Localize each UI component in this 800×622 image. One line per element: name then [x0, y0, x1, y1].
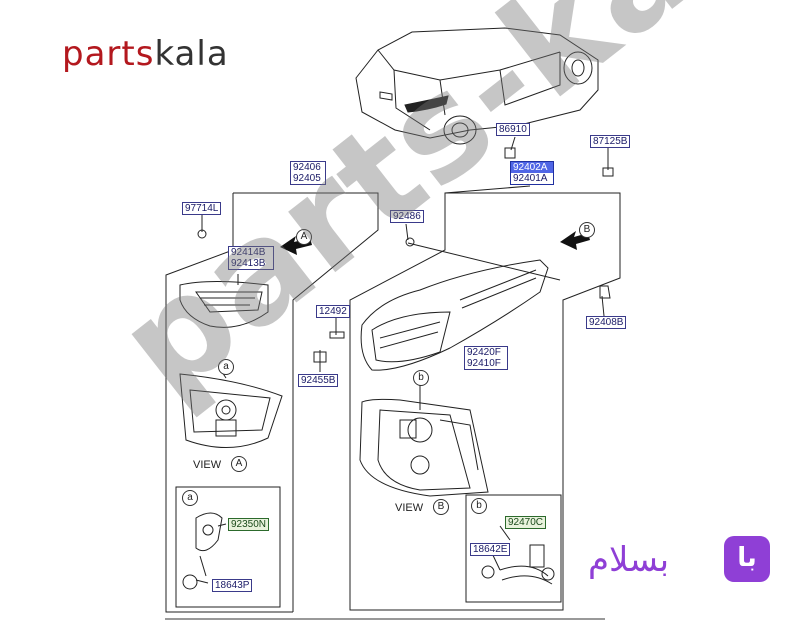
part-label-87125b: 87125B — [590, 135, 631, 148]
basalam-logo-icon: با — [724, 536, 770, 582]
part-label-92402a-92401a: 92402A 92401A — [510, 161, 554, 185]
view-b-letter: B — [433, 499, 449, 515]
part-label-92405: 92405 — [293, 173, 321, 184]
brand-logo-part1: parts — [62, 34, 155, 74]
part-label-92402a: 92402A — [513, 162, 548, 173]
part-label-92486: 92486 — [390, 210, 424, 223]
part-label-97714l: 97714L — [182, 202, 222, 215]
part-label-92414b: 92414B — [231, 247, 266, 258]
marker-b-box: b — [471, 498, 487, 514]
basalam-text: بسلام — [588, 540, 670, 580]
part-label-12492: 12492 — [316, 305, 350, 318]
marker-b-lamp: b — [413, 370, 429, 386]
part-label-92420f-92410f: 92420F 92410F — [464, 346, 508, 370]
part-label-92414b-92413b: 92414B 92413B — [228, 246, 274, 270]
marker-A: A — [296, 229, 312, 245]
marker-B: B — [579, 222, 595, 238]
part-label-92350n: 92350N — [228, 518, 270, 531]
view-a-caption: VIEW — [193, 459, 222, 471]
view-a-letter: A — [231, 456, 247, 472]
marker-a-box: a — [182, 490, 198, 506]
brand-logo-part2: kala — [154, 34, 229, 74]
part-label-92470c: 92470C — [505, 516, 547, 529]
part-label-18643p: 18643P — [212, 579, 253, 592]
view-b-caption: VIEW — [395, 502, 424, 514]
part-label-18642e: 18642E — [470, 543, 511, 556]
part-label-92455b: 92455B — [298, 374, 339, 387]
marker-a-lamp: a — [218, 359, 234, 375]
part-label-86910: 86910 — [496, 123, 530, 136]
view-arrows — [280, 231, 590, 255]
brand-logo: partskala — [62, 34, 229, 74]
part-label-92406-92405: 92406 92405 — [290, 161, 326, 185]
car-illustration — [355, 27, 599, 145]
part-label-92401a: 92401A — [511, 173, 553, 184]
part-label-92410f: 92410F — [467, 358, 501, 369]
part-label-92413b: 92413B — [231, 258, 266, 269]
part-label-92420f: 92420F — [467, 347, 501, 358]
part-label-92408b: 92408B — [586, 316, 627, 329]
part-label-92406: 92406 — [293, 162, 321, 173]
